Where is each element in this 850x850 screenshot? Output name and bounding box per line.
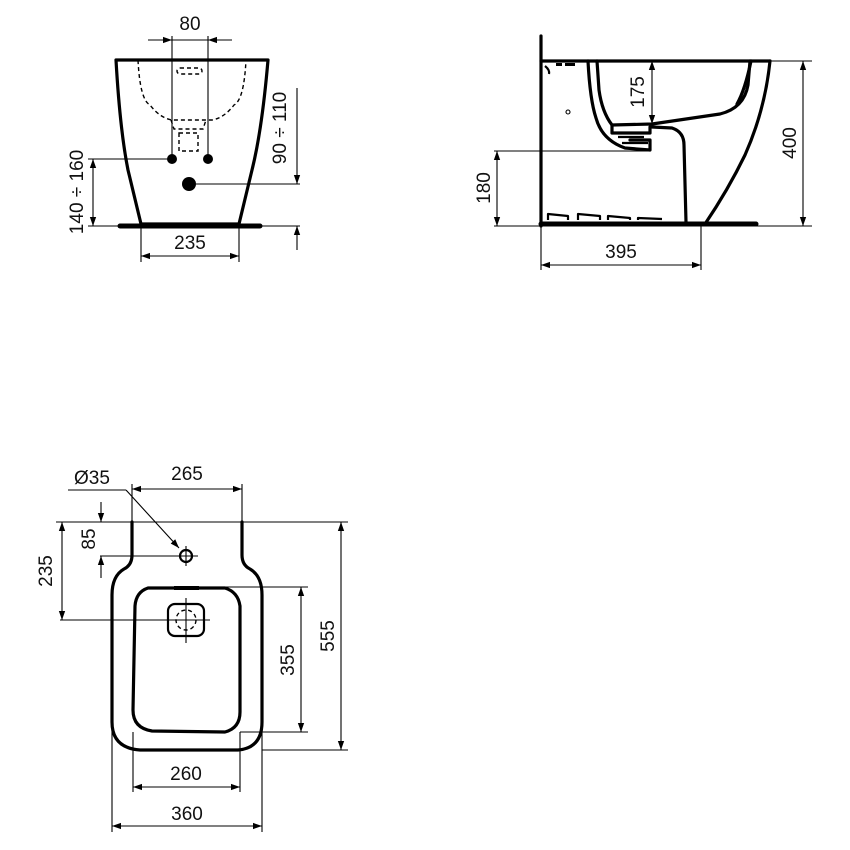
waste-trap-hidden [178, 132, 199, 152]
overflow-slot [174, 586, 199, 590]
dim-total-length: 555 [318, 620, 339, 652]
dim-bowl-depth: 175 [628, 76, 649, 108]
dim-base-width: 235 [174, 233, 206, 254]
front-body-outline [114, 58, 270, 226]
waste-fitting-hidden [170, 119, 207, 130]
dim-drain-offset: 235 [36, 555, 57, 587]
front-curve-outline [703, 59, 772, 226]
dim-bowl-length: 355 [278, 644, 299, 676]
dim-supply-height: 140 ÷ 160 [67, 150, 88, 234]
dim-tap-spacing: 80 [179, 14, 200, 35]
fixing-hole [565, 109, 571, 115]
dim-bowl-width: 260 [170, 764, 202, 785]
dim-outlet-height: 180 [474, 172, 495, 204]
top-view: Ø35 265 85 235 555 355 260 [36, 464, 348, 832]
bowl-inner-outline [595, 59, 752, 127]
front-bowl-hidden [137, 59, 247, 121]
waste-hole [182, 177, 196, 191]
overflow-slot-hidden [176, 67, 203, 75]
dim-waste-height: 90 ÷ 110 [270, 92, 291, 164]
dim-total-width: 360 [171, 804, 203, 825]
dim-back-width: 265 [171, 464, 203, 485]
top-body-outline [110, 520, 264, 752]
front-view: 80 140 ÷ 160 90 ÷ 110 235 [67, 14, 301, 262]
dim-tap-hole-diameter: Ø35 [74, 468, 110, 489]
dim-total-height: 400 [780, 127, 801, 159]
side-view: 175 400 180 395 [474, 34, 812, 270]
dim-depth: 395 [605, 242, 637, 263]
top-bowl-outline [131, 586, 242, 734]
dim-tap-hole-offset: 85 [79, 528, 100, 549]
